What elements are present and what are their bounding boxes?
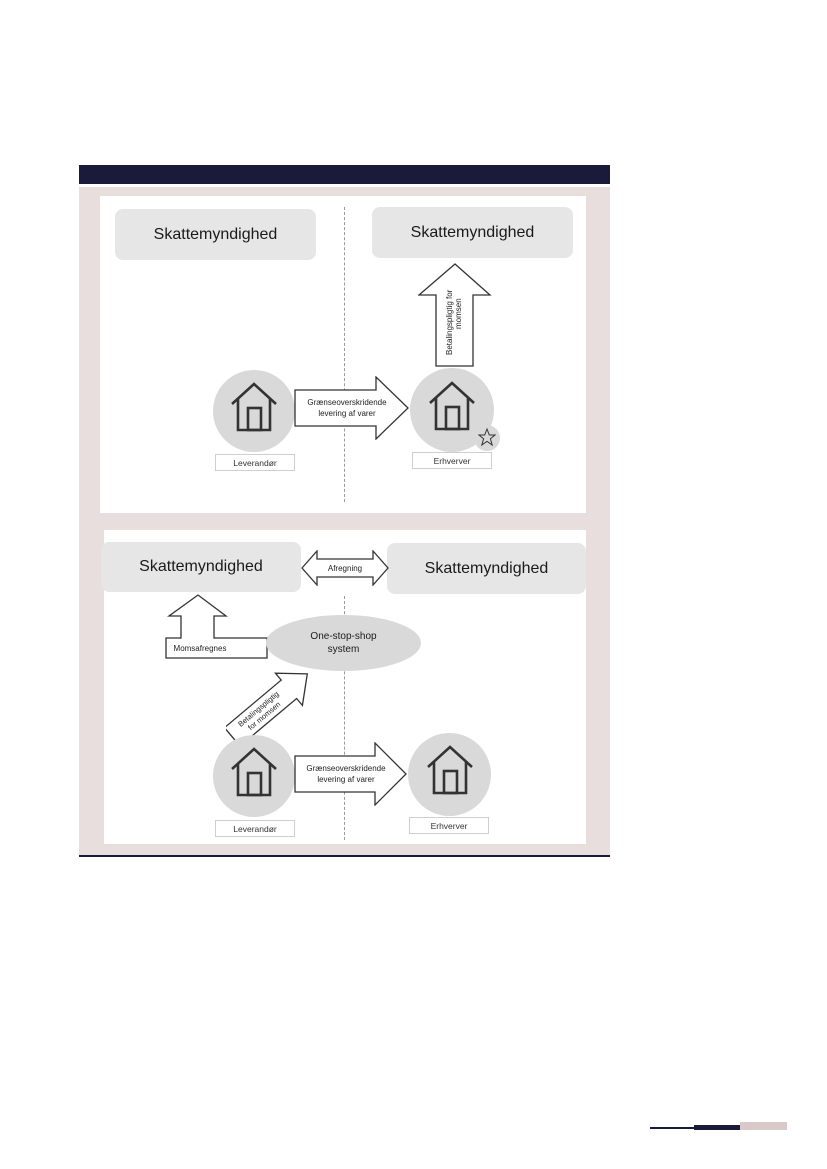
bottom-buyer-label: Erhverver — [409, 817, 489, 834]
top-right-authority-label: Skattemyndighed — [410, 223, 535, 241]
footer-bar-dark — [650, 1127, 694, 1129]
bottom-flow-arrow-line2: levering af varer — [317, 775, 375, 784]
top-panel-divider — [344, 207, 345, 502]
top-flow-arrow-line2: levering af varer — [318, 409, 376, 418]
figure-bottom-rule — [79, 855, 610, 857]
moms-arrow-label: Momsafregnes — [174, 644, 227, 653]
settlement-double-arrow: Afregning — [301, 550, 389, 586]
house-icon — [429, 381, 475, 431]
one-stop-shop-ellipse: One-stop-shop system — [266, 615, 421, 671]
bottom-flow-arrow-line1: Grænseoverskridende — [306, 764, 386, 773]
house-icon — [427, 745, 473, 795]
house-icon — [231, 747, 277, 797]
oss-line2: system — [327, 644, 360, 655]
bottom-right-authority-label: Skattemyndighed — [424, 559, 549, 577]
oss-line1: One-stop-shop — [310, 631, 377, 642]
top-up-arrow-line1: Betalingspligtig for — [445, 289, 454, 355]
top-left-authority-label: Skattemyndighed — [153, 225, 278, 243]
figure-header-bar — [79, 165, 610, 184]
star-icon — [478, 428, 496, 447]
bottom-left-authority-box: Skattemyndighed — [101, 542, 301, 592]
top-left-authority-box: Skattemyndighed — [115, 209, 316, 260]
bottom-right-authority-box: Skattemyndighed — [387, 543, 586, 594]
top-buyer-label: Erhverver — [412, 452, 492, 469]
bottom-supplier-label: Leverandør — [215, 820, 295, 837]
top-flow-arrow: Grænseoverskridende levering af varer — [294, 376, 409, 440]
bottom-flow-arrow: Grænseoverskridende levering af varer — [294, 742, 407, 806]
footer-bar-pink — [740, 1122, 787, 1130]
footer-bar-navy — [694, 1125, 740, 1130]
settlement-arrow-label: Afregning — [328, 564, 362, 573]
bottom-left-authority-label: Skattemyndighed — [139, 558, 263, 575]
top-flow-arrow-line1: Grænseoverskridende — [307, 398, 387, 407]
top-supplier-label: Leverandør — [215, 454, 295, 471]
top-up-arrow-line2: momsen — [454, 298, 463, 329]
moms-bent-arrow: Momsafregnes — [165, 594, 268, 659]
top-up-arrow: Betalingspligtig for momsen — [418, 263, 492, 367]
house-icon — [231, 382, 277, 432]
top-right-authority-box: Skattemyndighed — [372, 207, 573, 258]
bottom-panel-divider — [344, 596, 345, 840]
diagonal-arrow: Betalingspligtig for momsen — [226, 672, 309, 747]
